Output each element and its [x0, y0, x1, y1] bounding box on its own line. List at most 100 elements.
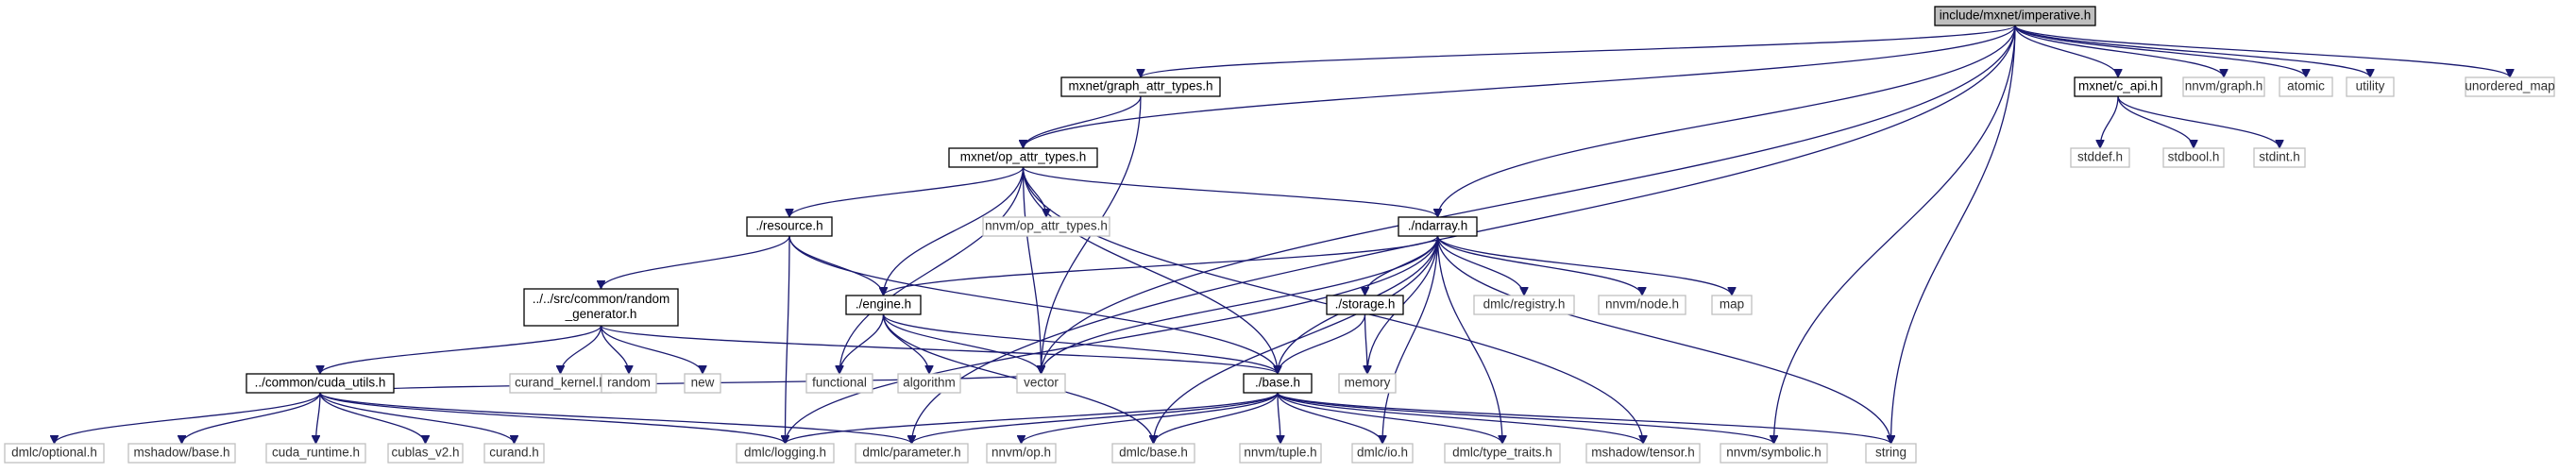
edge-c_api-to-stdbool [2117, 95, 2194, 149]
edge-ndarray-to-dmlc_type_traits [1436, 235, 1503, 444]
edge-engine-to-functional [839, 313, 885, 375]
node-box [1585, 443, 1701, 464]
node-dmlc-parameter: dmlc/parameter.h [855, 443, 969, 464]
edge-imperative-to-op_attr_types [1024, 25, 2016, 149]
node-label: string [1875, 446, 1907, 460]
edge-engine-to-vector [882, 313, 1042, 375]
node-label: nnvm/op_attr_types.h [985, 219, 1108, 233]
node-box [1473, 295, 1575, 315]
edge-c_api-to-stdint [2117, 95, 2279, 149]
node-label: algorithm [903, 376, 956, 390]
edge-resource-to-random_generator [602, 235, 790, 290]
node-box [265, 443, 366, 464]
node-cuda-utils[interactable]: ../common/cuda_utils.h [246, 373, 395, 394]
node-random-generator[interactable]: ../../src/common/random_generator.h [523, 288, 679, 327]
edge-base-to-mshadow_tensor [1277, 392, 1643, 445]
node-box [1398, 216, 1478, 237]
node-mshadow-tensor: mshadow/tensor.h [1585, 443, 1701, 464]
edge-ndarray-to-dmlc_logging [786, 235, 1439, 444]
edge-ndarray-to-dmlc_base [1154, 235, 1439, 444]
node-graph-attr-types[interactable]: mxnet/graph_attr_types.h [1060, 76, 1221, 97]
node-engine[interactable]: ./engine.h [845, 295, 922, 315]
edge-storage-to-base [1278, 313, 1366, 375]
node-label: stdint.h [2259, 150, 2300, 164]
edge-base-to-dmlc_type_traits [1277, 392, 1502, 445]
node-label: mxnet/graph_attr_types.h [1068, 79, 1212, 93]
node-box [805, 373, 873, 394]
node-resource[interactable]: ./resource.h [746, 216, 833, 237]
node-box [1111, 443, 1195, 464]
edge-graph_attr_types-to-op_attr_types [1024, 95, 1142, 149]
node-label: nnvm/graph.h [2185, 79, 2263, 93]
node-unordered-map: unordered_map [2465, 76, 2555, 97]
edge-resource-to-dmlc_logging [786, 235, 790, 444]
edge-cuda_utils-to-mshadow_base [182, 392, 321, 445]
node-box [1060, 76, 1221, 97]
edge-cuda_utils-to-curand [319, 392, 515, 445]
edge-op_attr_types-to-ndarray [1022, 166, 1438, 218]
edge-random_generator-to-cuda_utils [320, 325, 602, 375]
node-memory: memory [1338, 373, 1397, 394]
node-new: new [684, 373, 721, 394]
node-label: stdbool.h [2168, 150, 2220, 164]
node-box [1444, 443, 1561, 464]
edge-imperative-to-atomic [2014, 25, 2306, 78]
edge-base-to-dmlc_logging [786, 392, 1279, 445]
node-box [845, 295, 922, 315]
node-label: functional [812, 376, 867, 390]
node-label: ./engine.h [856, 297, 911, 312]
node-label: mshadow/tensor.h [1591, 446, 1695, 460]
node-box [1351, 443, 1414, 464]
edge-base-to-dmlc_io [1277, 392, 1382, 445]
node-c-api[interactable]: mxnet/c_api.h [2074, 76, 2162, 97]
edge-ndarray-to-map [1436, 235, 1733, 296]
edge-base-to-nnvm_tuple [1278, 392, 1280, 444]
node-curand: curand.h [483, 443, 545, 464]
node-label: nnvm/tuple.h [1244, 446, 1316, 460]
node-box [1720, 443, 1828, 464]
edge-cuda_utils-to-cublas_v2 [319, 392, 426, 445]
node-label: curand.h [489, 446, 539, 460]
node-label: mxnet/op_attr_types.h [960, 150, 1087, 164]
node-label: ./base.h [1255, 376, 1300, 390]
edge-cuda_utils-to-dmlc_logging [319, 392, 786, 445]
node-cublas-v2: cublas_v2.h [387, 443, 464, 464]
node-functional: functional [805, 373, 873, 394]
node-box [483, 443, 545, 464]
node-ndarray[interactable]: ./ndarray.h [1398, 216, 1478, 237]
node-box [1711, 295, 1753, 315]
edge-imperative-to-nnvm_symbolic [1774, 25, 2016, 444]
edge-ndarray-to-dmlc_registry [1436, 235, 1525, 296]
node-label: unordered_map [2465, 79, 2554, 93]
edge-ndarray-to-dmlc_io [1382, 235, 1439, 444]
node-box [2070, 147, 2130, 168]
nodes-layer: include/mxnet/imperative.h mxnet/graph_at… [4, 6, 2555, 464]
node-label: ./resource.h [755, 219, 822, 233]
node-vector: vector [1016, 373, 1066, 394]
node-atomic: atomic [2279, 76, 2333, 97]
node-nnvm-op: nnvm/op.h [986, 443, 1057, 464]
node-label: dmlc/logging.h [744, 446, 826, 460]
edge-imperative-to-ndarray [1438, 25, 2016, 217]
edge-cuda_utils-to-dmlc_optional [55, 392, 321, 445]
edge-random_generator-to-new [600, 325, 703, 375]
node-utility: utility [2346, 76, 2395, 97]
node-box [2346, 76, 2395, 97]
node-label: cublas_v2.h [391, 446, 459, 460]
node-storage[interactable]: ./storage.h [1326, 295, 1404, 315]
node-label: dmlc/parameter.h [862, 446, 960, 460]
node-box [1934, 6, 2096, 26]
edge-base-to-nnvm_op [1022, 392, 1279, 445]
edge-imperative-to-vector [1042, 25, 2016, 374]
node-label: random [607, 376, 651, 390]
node-box [1865, 443, 1917, 464]
node-imperative[interactable]: include/mxnet/imperative.h [1934, 6, 2096, 26]
node-box [1326, 295, 1404, 315]
node-label: ./storage.h [1335, 297, 1396, 312]
node-base[interactable]: ./base.h [1243, 373, 1313, 394]
node-box [523, 288, 679, 327]
edge-ndarray-to-engine [884, 235, 1439, 296]
node-nnvm-graph: nnvm/graph.h [2182, 76, 2265, 97]
node-op-attr-types[interactable]: mxnet/op_attr_types.h [948, 147, 1098, 168]
